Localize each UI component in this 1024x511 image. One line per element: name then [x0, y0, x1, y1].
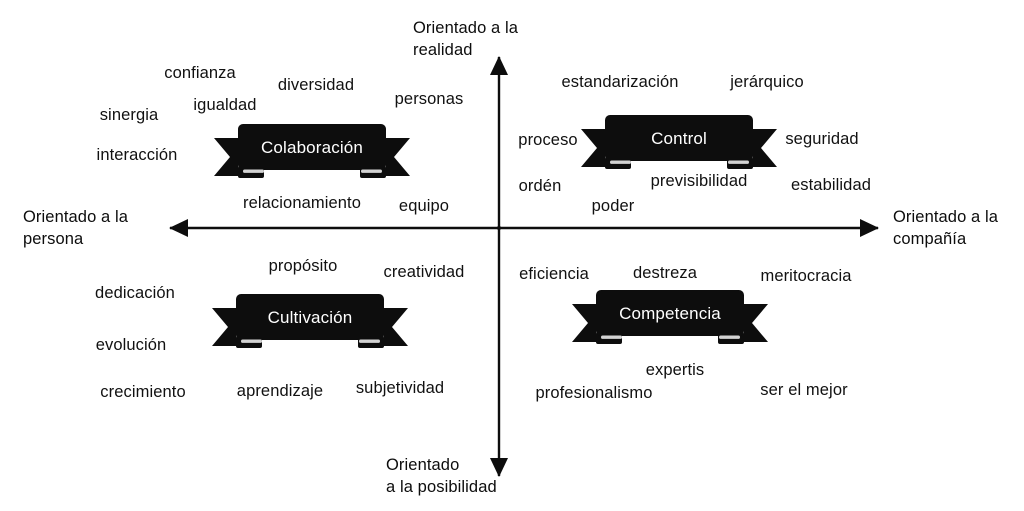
keyword-term: aprendizaje — [236, 381, 324, 400]
keyword-term: expertis — [645, 360, 705, 379]
axis-label-right: Orientado a la compañía — [893, 208, 999, 248]
keyword-term: previsibilidad — [650, 171, 748, 190]
keyword-term: personas — [394, 89, 464, 108]
keyword-term: evolución — [95, 335, 167, 354]
keyword-term: proceso — [518, 130, 578, 149]
keyword-term: jerárquico — [730, 72, 804, 91]
keyword-term: diversidad — [277, 75, 355, 94]
keyword-term: estandarización — [561, 72, 679, 91]
keyword-term: ordén — [518, 176, 562, 195]
ribbon-banner-top-right: Control — [579, 113, 779, 175]
axis-label-top: Orientado a la realidad — [413, 19, 519, 59]
ribbon-banner-bottom-right: Competencia — [570, 288, 770, 350]
keyword-term: estabilidad — [791, 175, 871, 194]
ribbon-banner-top-left: Colaboración — [212, 122, 412, 184]
keyword-term: profesionalismo — [535, 383, 653, 402]
keyword-term: destreza — [632, 263, 698, 282]
keyword-term: equipo — [398, 196, 450, 215]
keyword-term: propósito — [268, 256, 338, 275]
keyword-term: sinergia — [99, 105, 159, 124]
keyword-term: dedicación — [95, 283, 175, 302]
keyword-term: seguridad — [785, 129, 859, 148]
keyword-term: confianza — [164, 63, 236, 82]
axis-label-left: Orientado a la persona — [23, 208, 129, 248]
keyword-term: crecimiento — [100, 382, 186, 401]
keyword-term: relacionamiento — [243, 193, 361, 212]
keyword-term: interacción — [96, 145, 178, 164]
keyword-term: meritocracia — [760, 266, 852, 285]
keyword-term: ser el mejor — [760, 380, 848, 399]
keyword-term: igualdad — [193, 95, 257, 114]
keyword-term: poder — [591, 196, 635, 215]
keyword-term: subjetividad — [355, 378, 445, 397]
keyword-term: creatividad — [383, 262, 465, 281]
ribbon-banner-bottom-left: Cultivación — [210, 292, 410, 354]
axis-label-bottom: Orientado a la posibilidad — [386, 456, 497, 496]
keyword-term: eficiencia — [519, 264, 589, 283]
